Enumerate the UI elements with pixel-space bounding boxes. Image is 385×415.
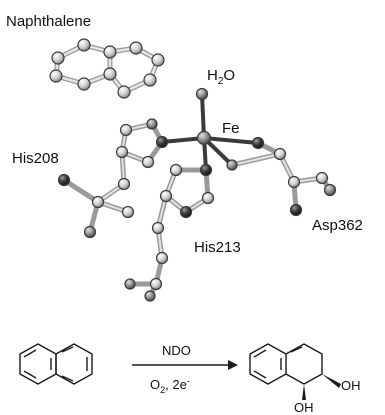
naphthalene-structure <box>19 343 93 385</box>
active-site-model <box>57 87 337 302</box>
label-water: H2O <box>207 67 235 87</box>
naphthalene-model <box>49 38 165 99</box>
label-cofactor: O2, 2e- <box>150 376 190 395</box>
label-hydroxyl-1: OH <box>341 378 361 393</box>
label-asp362: Asp362 <box>312 217 363 234</box>
label-his213: His213 <box>194 239 241 256</box>
label-hydroxyl-2: OH <box>294 400 314 415</box>
label-enzyme: NDO <box>162 343 191 358</box>
mid-atoms <box>83 87 337 302</box>
reaction-scheme: NDO O2, 2e- OH OH <box>19 343 361 415</box>
reaction-arrow <box>132 360 238 370</box>
label-iron: Fe <box>222 120 240 137</box>
hydroxyl-wedges <box>302 374 341 400</box>
metal-ligand-bonds <box>160 92 260 172</box>
dihydrodiol-structure <box>249 343 323 385</box>
naphthalene-atoms <box>49 38 165 99</box>
his208-bonds <box>61 121 165 235</box>
label-naphthalene: Naphthalene <box>6 13 91 30</box>
carbon-atoms <box>91 123 329 291</box>
label-his208: His208 <box>12 150 59 167</box>
heteroatoms <box>57 135 303 219</box>
